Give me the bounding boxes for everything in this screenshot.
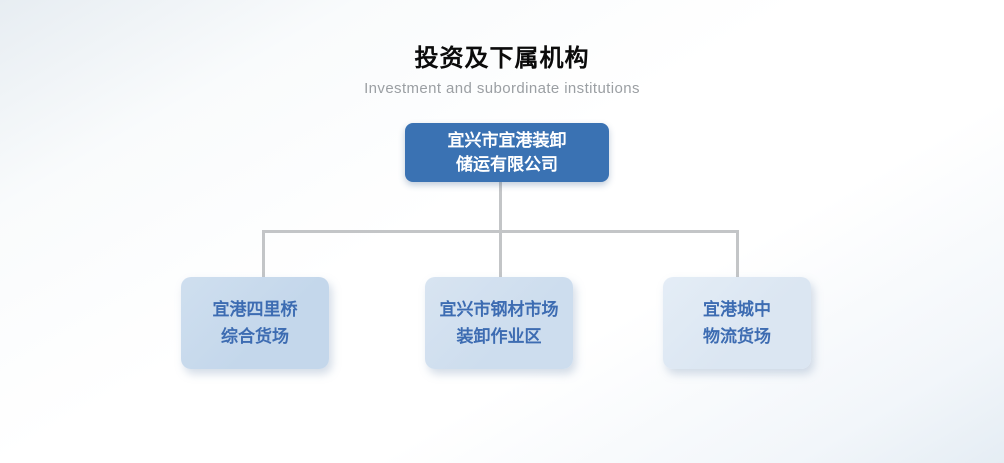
- org-node-child-2-line2: 装卸作业区: [456, 327, 542, 346]
- page-title: 投资及下属机构: [414, 45, 590, 72]
- org-node-child-3-line2: 物流货场: [703, 327, 771, 346]
- org-node-child-3-line1: 宜港城中: [703, 300, 771, 319]
- connector-root-vertical: [499, 182, 502, 277]
- connector-left-vertical: [262, 230, 265, 277]
- connector-horizontal-rail: [262, 230, 739, 233]
- org-node-child-chengzhong: 宜港城中 物流货场: [663, 277, 811, 369]
- org-node-root-line2: 储运有限公司: [456, 154, 558, 174]
- org-node-root: 宜兴市宜港装卸 储运有限公司: [405, 123, 609, 182]
- org-node-root-line1: 宜兴市宜港装卸: [447, 130, 567, 150]
- connector-right-vertical: [736, 230, 739, 277]
- page-subtitle: Investment and subordinate institutions: [364, 80, 640, 97]
- org-node-child-1-line1: 宜港四里桥: [212, 300, 298, 319]
- org-node-child-steel-market: 宜兴市钢材市场 装卸作业区: [425, 277, 573, 369]
- page-header: 投资及下属机构 Investment and subordinate insti…: [0, 44, 1004, 98]
- org-node-child-siliqiao: 宜港四里桥 综合货场: [181, 277, 329, 369]
- org-node-child-1-line2: 综合货场: [221, 327, 289, 346]
- org-node-child-2-line1: 宜兴市钢材市场: [439, 300, 559, 319]
